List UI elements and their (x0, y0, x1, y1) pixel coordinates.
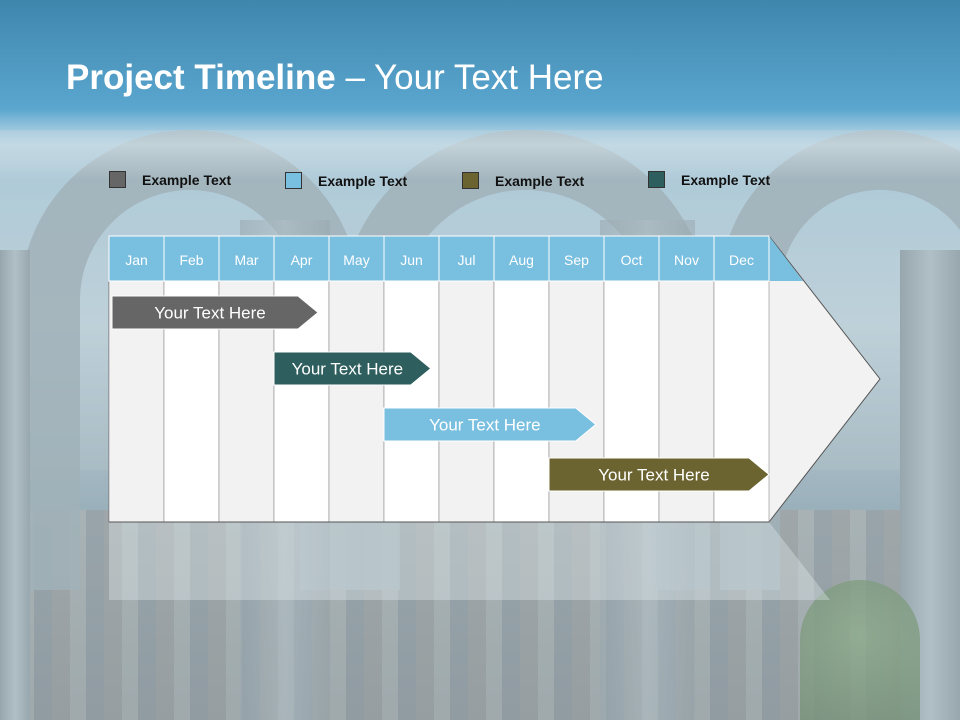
task-label-2: Your Text Here (292, 360, 404, 379)
month-label-nov: Nov (674, 252, 699, 268)
month-header-may (328, 235, 385, 282)
month-header-jan (108, 235, 165, 282)
legend-swatch-2 (285, 172, 302, 189)
legend-item-3: Example Text (462, 172, 584, 189)
month-column-jun (383, 280, 440, 523)
month-header-sep (548, 235, 605, 282)
month-label-feb: Feb (179, 252, 203, 268)
month-header-jul (438, 235, 495, 282)
month-label-oct: Oct (621, 252, 643, 268)
month-label-jun: Jun (400, 252, 423, 268)
month-column-aug (493, 280, 550, 523)
legend-label-3: Example Text (495, 172, 585, 189)
month-label-jul: Jul (458, 252, 476, 268)
month-label-jan: Jan (125, 252, 148, 268)
month-header-aug (493, 235, 550, 282)
task-bar-1 (111, 295, 319, 330)
month-header-dec (713, 235, 770, 282)
legend-swatch-4 (648, 171, 665, 188)
task-label-3: Your Text Here (429, 416, 541, 435)
legend-item-4: Example Text (648, 171, 770, 188)
month-column-jul (438, 280, 495, 523)
month-label-aug: Aug (509, 252, 534, 268)
timeline-header-tip (769, 236, 803, 281)
title-rest: – Your Text Here (335, 58, 604, 97)
month-header-apr (273, 235, 330, 282)
month-column-may (328, 280, 385, 523)
legend-item-2: Example Text (285, 172, 407, 189)
task-bar-4 (548, 457, 770, 492)
task-bar-2 (273, 351, 432, 386)
timeline-reflection (109, 522, 830, 600)
month-header-oct (603, 235, 660, 282)
legend-swatch-3 (462, 172, 479, 189)
legend-label-2: Example Text (318, 172, 408, 189)
page-title: Project Timeline – Your Text Here (66, 58, 604, 98)
task-label-4: Your Text Here (598, 466, 710, 485)
month-label-apr: Apr (291, 252, 313, 268)
task-bar-3 (383, 407, 597, 442)
month-header-mar (218, 235, 275, 282)
legend-item-1: Example Text (109, 171, 231, 188)
month-header-nov (658, 235, 715, 282)
month-label-mar: Mar (234, 252, 258, 268)
month-label-sep: Sep (564, 252, 589, 268)
legend-label-1: Example Text (142, 171, 232, 188)
legend-label-4: Example Text (681, 171, 771, 188)
month-label-may: May (343, 252, 369, 268)
month-label-dec: Dec (729, 252, 754, 268)
legend-swatch-1 (109, 171, 126, 188)
task-label-1: Your Text Here (154, 304, 266, 323)
title-bold: Project Timeline (66, 58, 336, 97)
